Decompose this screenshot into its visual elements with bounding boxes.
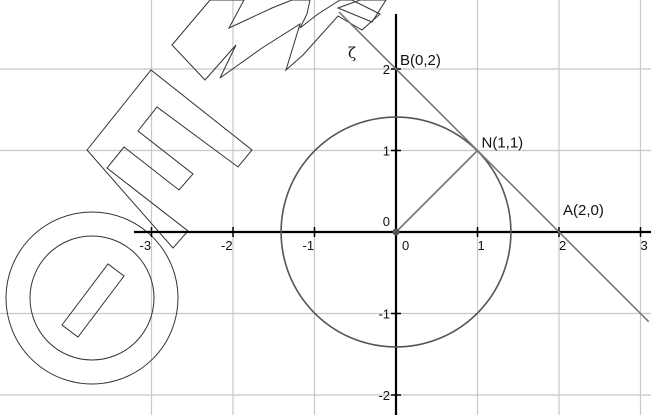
labels: -3 -2 -1 0 1 2 3 2 1 0 -1 -2 B(0,2) N(1,1) A(2,0) ζ [140, 44, 648, 403]
watermark-ring-inner [29, 235, 155, 361]
y-tick-label: 1 [383, 144, 390, 159]
watermark-fragment [336, 0, 387, 23]
radius-segment-on [395, 149, 479, 233]
y-tick-label: -1 [378, 307, 390, 322]
watermark-bar [61, 263, 125, 338]
x-tick-label: 2 [559, 238, 566, 253]
figure [280, 11, 650, 348]
watermark-ring-outer [5, 211, 179, 385]
point-label-n: N(1,1) [482, 135, 524, 152]
watermark-letter-e [86, 69, 253, 249]
x-tick-label: 3 [641, 238, 648, 253]
tangent-line [338, 11, 650, 323]
line-label-zeta: ζ [348, 44, 356, 62]
x-tick-label: 1 [478, 238, 485, 253]
x-tick-label: -3 [140, 238, 152, 253]
point-label-a: A(2,0) [563, 202, 604, 219]
y-tick-label: 2 [383, 62, 390, 77]
x-tick-label: -1 [303, 238, 315, 253]
watermark-letter-m [171, 0, 381, 81]
circle [280, 116, 512, 348]
y-tick-label: 0 [383, 214, 390, 229]
origin-point [392, 228, 400, 236]
x-tick-label: 0 [402, 238, 409, 253]
watermark-oem [5, 0, 387, 385]
y-tick-label: -2 [378, 388, 390, 403]
x-tick-label: -2 [221, 238, 233, 253]
point-label-b: B(0,2) [400, 52, 441, 69]
